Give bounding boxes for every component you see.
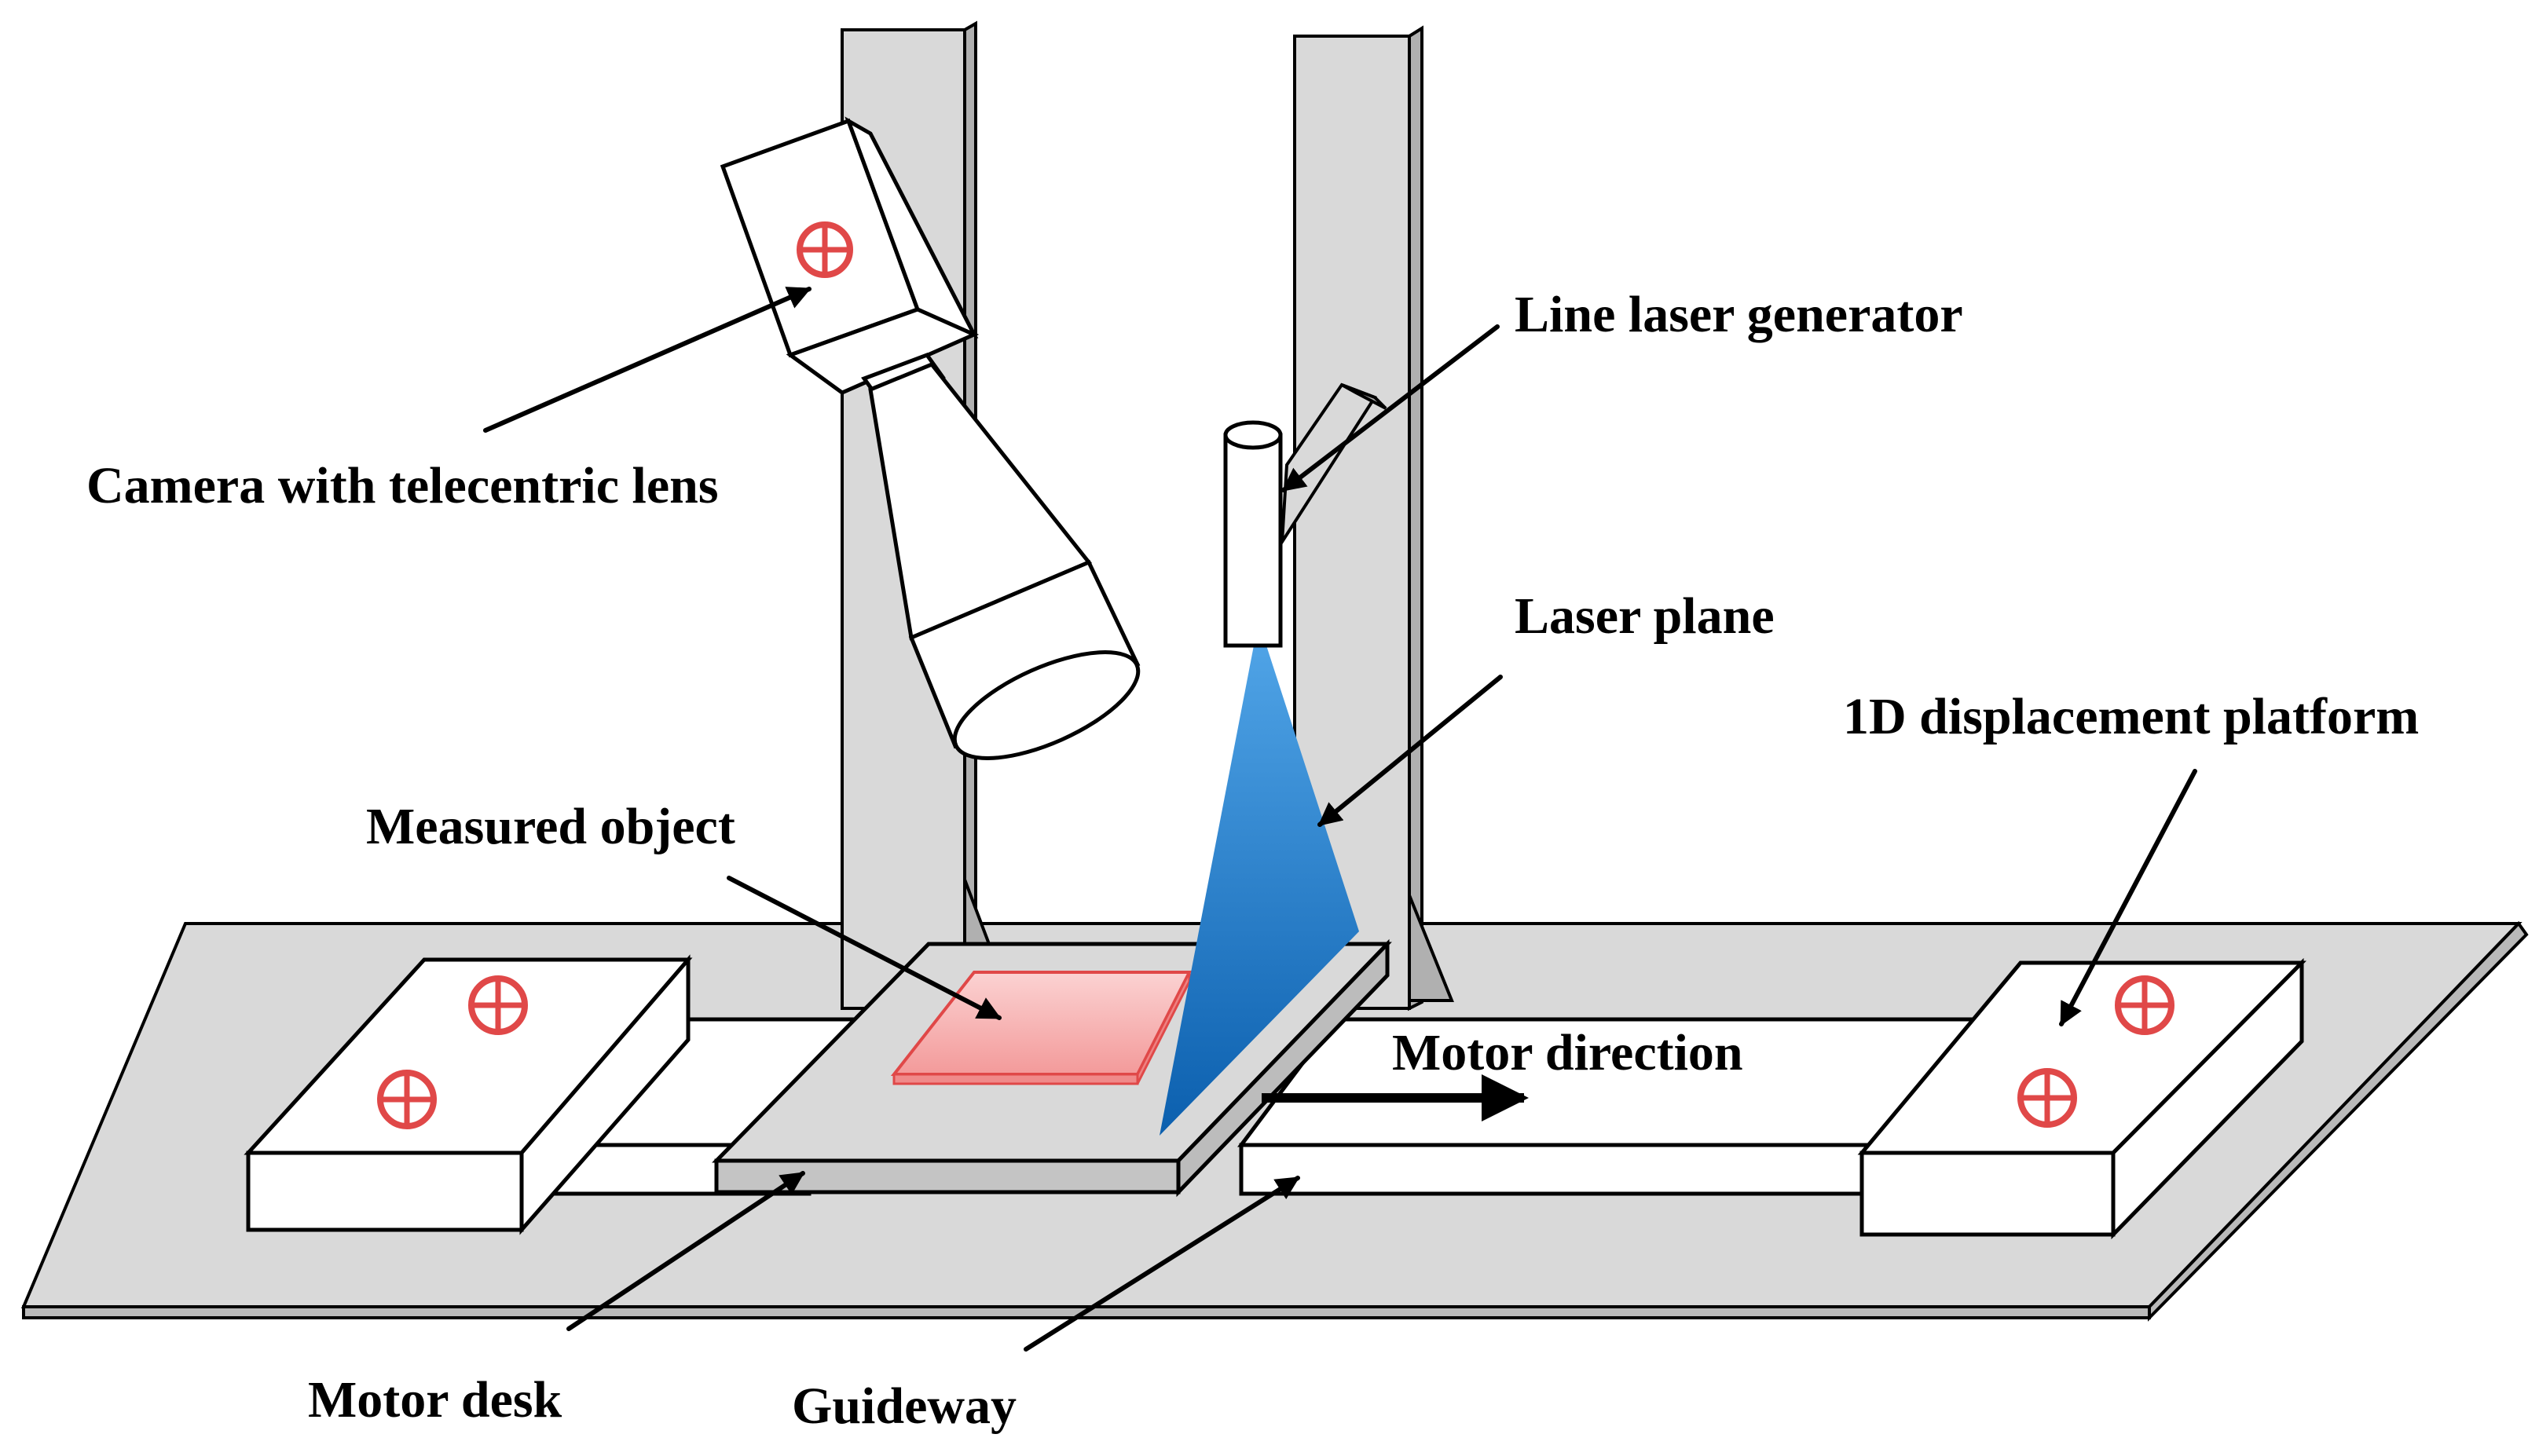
guideway-pointer-arrow [1024,1176,1300,1352]
line-laser-generator [1223,420,1283,648]
label-line-laser-generator: Line laser generator [1515,286,1963,343]
platform-pointer-arrow [2059,769,2197,1026]
label-laser-plane: Laser plane [1515,587,1775,645]
laser-plane [1160,646,1359,1136]
marker-icon [2017,1068,2077,1128]
label-measured-object: Measured object [366,798,735,855]
label-motor-direction: Motor direction [1392,1024,1743,1081]
camera-pointer-arrow [483,287,812,433]
camera [720,116,1141,760]
left-motor-block [244,954,693,1235]
marker-icon [797,221,853,278]
measured-object [890,971,1193,1085]
guideway-right [1237,1017,2017,1196]
displacement-platform-block [1857,957,2307,1240]
laser-bracket [1280,382,1387,548]
label-motor-desk: Motor desk [308,1371,562,1429]
label-camera: Camera with telecentric lens [86,457,719,514]
motor-desk-pointer-arrow [566,1171,805,1331]
label-guideway: Guideway [792,1377,1017,1435]
measured-object-pointer-arrow [727,876,1002,1020]
line-laser-pointer-arrow [1281,324,1500,492]
marker-icon [2115,975,2174,1035]
label-1d-displacement-platform: 1D displacement platform [1843,688,2419,745]
marker-icon [468,975,528,1035]
laser-plane-pointer-arrow [1317,675,1503,827]
marker-icon [377,1070,437,1129]
